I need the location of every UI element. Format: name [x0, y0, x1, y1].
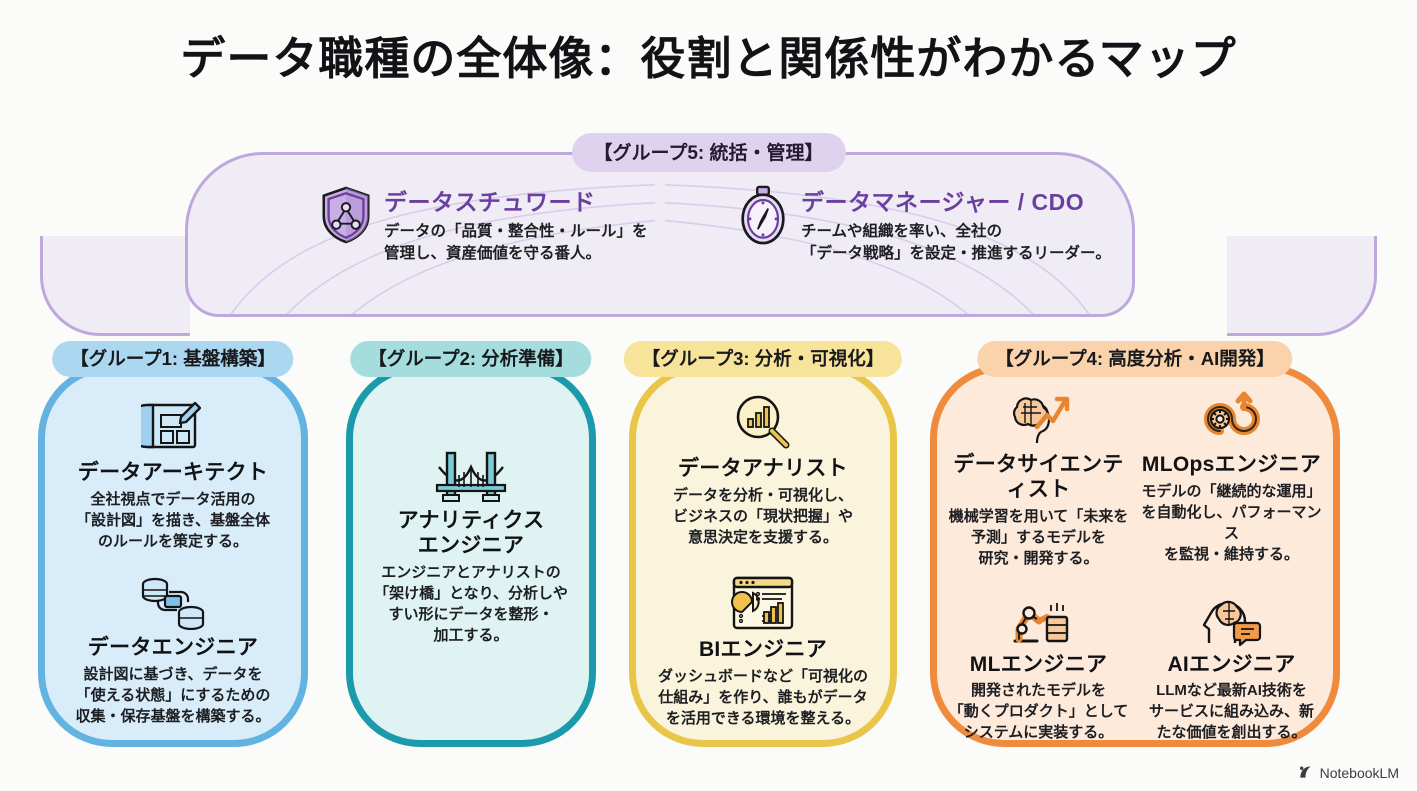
role-title: データアナリスト — [678, 457, 848, 480]
bridge-icon — [435, 451, 507, 502]
group5-wing-left — [40, 236, 190, 336]
blueprint-pencil-icon — [140, 401, 202, 449]
magnifier-barchart-icon — [736, 395, 790, 449]
role-description: 開発されたモデルを 「動くプロダクト」として システムに実装する。 — [948, 682, 1129, 742]
group4-card: 【グループ4: 高度分析・AI開発】 データサイエンティスト 機械学習を用いて「… — [930, 341, 1340, 747]
page-title: データ職種の全体像：役割と関係性がわかるマップ — [180, 33, 1237, 84]
compass-icon — [741, 185, 785, 245]
group2-label: 【グループ2: 分析準備】 — [350, 341, 592, 377]
role-data-scientist: データサイエンティスト 機械学習を用いて「未来を 予測」するモデルを 研究・開発… — [945, 391, 1132, 569]
role-title: データアーキテクト — [77, 461, 269, 484]
role-data-architect: データアーキテクト 全社視点でデータ活用の 「設計図」を描き、基盤全体 のルール… — [76, 397, 270, 552]
role-data-steward: データスチュワード データの「品質・整合性・ルール」を 管理し、資産価値を守る番… — [318, 183, 648, 265]
watermark-label: NotebookLM — [1319, 764, 1399, 781]
vein-decoration — [230, 184, 1090, 314]
head-brain-chat-icon — [1202, 600, 1261, 646]
role-title: BIエンジニア — [698, 637, 828, 661]
role-mlops-engineer: MLOpsエンジニア モデルの「継続的な運用」 を自動化し、パフォーマンス を監… — [1138, 391, 1325, 569]
role-title: MLOpsエンジニア — [1141, 453, 1322, 476]
role-ai-engineer: AIエンジニア LLMなど最新AI技術を サービスに組み込み、新 たな価値を創出… — [1138, 591, 1325, 744]
brain-trendline-icon — [1012, 396, 1069, 444]
database-pipeline-icon — [141, 577, 205, 630]
role-description: LLMなど最新AI技術を サービスに組み込み、新 たな価値を創出する。 — [1148, 682, 1314, 742]
role-title: MLエンジニア — [969, 652, 1108, 676]
role-analytics-engineer: アナリティクス エンジニア エンジニアとアナリストの 「架け橋」となり、分析しや… — [374, 445, 568, 646]
group2-card: 【グループ2: 分析準備】 アナリティクス エ — [346, 341, 596, 747]
role-description: エンジニアとアナリストの 「架け橋」となり、分析しや すい形にデータを整形・ 加… — [374, 563, 568, 644]
notebooklm-watermark: NotebookLM — [1297, 764, 1399, 781]
role-data-analyst: データアナリスト データを分析・可視化し、 ビジネスの「現状把握」や 意思決定を… — [673, 393, 853, 548]
role-description: 設計図に基づき、データを 「使える状態」にするための 収集・保存基盤を構築する。 — [75, 665, 271, 725]
role-description: 全社視点でデータ活用の 「設計図」を描き、基盤全体 のルールを策定する。 — [76, 490, 270, 550]
group3-label: 【グループ3: 分析・可視化】 — [623, 341, 903, 377]
group5-wing-right — [1227, 236, 1377, 336]
role-title: アナリティクス エンジニア — [397, 509, 545, 557]
group1-label: 【グループ1: 基盤構築】 — [52, 341, 294, 377]
role-data-manager-cdo: データマネージャー / CDO チームや組織を率い、全社の 「データ戦略」を設定… — [735, 183, 1111, 265]
group5-label: 【グループ5: 統括・管理】 — [571, 133, 846, 172]
role-description: モデルの「継続的な運用」 を自動化し、パフォーマンス を監視・維持する。 — [1141, 482, 1322, 563]
role-description: データを分析・可視化し、 ビジネスの「現状把握」や 意思決定を支援する。 — [672, 486, 853, 546]
role-ml-engineer: MLエンジニア 開発されたモデルを 「動くプロダクト」として システムに実装する… — [945, 591, 1132, 744]
dashboard-icon — [730, 576, 794, 629]
role-data-engineer: データエンジニア 設計図に基づき、データを 「使える状態」にするための 収集・保… — [75, 574, 271, 727]
role-title: データサイエンティスト — [953, 453, 1124, 501]
shield-network-icon — [322, 186, 370, 244]
role-description: チームや組織を率い、全社の 「データ戦略」を設定・推進するリーダー。 — [801, 223, 1111, 262]
role-description: データの「品質・整合性・ルール」を 管理し、資産価値を守る番人。 — [384, 223, 648, 262]
role-title: データエンジニア — [87, 635, 259, 659]
role-bi-engineer: BIエンジニア ダッシュボードなど「可視化の 仕組み」を作り、誰もがデータ を活… — [658, 574, 868, 729]
infinity-gear-icon — [1203, 391, 1260, 435]
role-description: ダッシュボードなど「可視化の 仕組み」を作り、誰もがデータ を活用できる環境を整… — [657, 667, 868, 727]
notebooklm-logo-icon — [1299, 766, 1311, 778]
role-title: データスチュワード — [384, 189, 596, 215]
role-description: 機械学習を用いて「未来を 予測」するモデルを 研究・開発する。 — [948, 507, 1129, 567]
group3-card: 【グループ3: 分析・可視化】 データアナリスト データを分析・可視化し、 ビジ… — [623, 341, 903, 747]
role-title: AIエンジニア — [1167, 652, 1296, 676]
group1-card: 【グループ1: 基盤構築】 データアーキテクト 全社視点でデータ活用の 「設計図… — [38, 341, 308, 747]
group4-label: 【グループ4: 高度分析・AI開発】 — [977, 341, 1293, 377]
role-title: データマネージャー / CDO — [801, 189, 1085, 215]
robot-arm-server-icon — [1013, 602, 1068, 643]
